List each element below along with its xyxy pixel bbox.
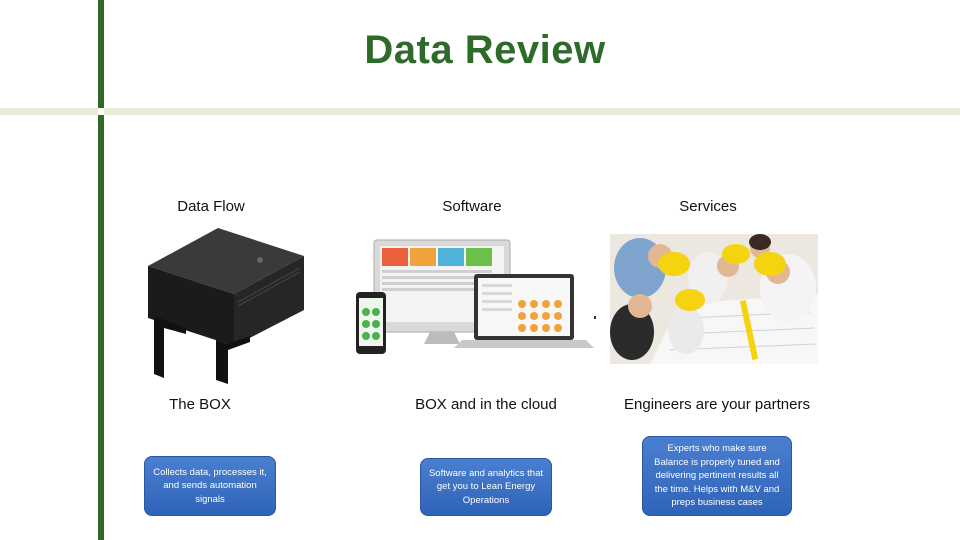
- heading-data-flow: Data Flow: [177, 198, 245, 215]
- engineers-illustration: [610, 234, 818, 364]
- page-title: Data Review: [364, 28, 606, 72]
- subheading-engineers: Engineers are your partners: [624, 396, 810, 413]
- description-box-data-flow: Collects data, processes it, and sends a…: [144, 456, 276, 516]
- software-devices-illustration: [356, 239, 596, 354]
- accent-bar-gap: [98, 108, 104, 115]
- left-accent-bar: [98, 0, 104, 540]
- header-divider: [0, 108, 960, 115]
- box-device-illustration: [148, 228, 304, 384]
- box-device-image: [138, 228, 308, 386]
- description-box-software: Software and analytics that get you to L…: [420, 458, 552, 516]
- heading-services: Services: [679, 198, 737, 215]
- subheading-the-box: The BOX: [169, 396, 231, 413]
- subheading-box-cloud: BOX and in the cloud: [415, 396, 557, 413]
- software-devices-image: [354, 236, 600, 356]
- engineers-image: [610, 234, 818, 364]
- description-box-services: Experts who make sure Balance is properl…: [642, 436, 792, 516]
- heading-software: Software: [442, 198, 502, 215]
